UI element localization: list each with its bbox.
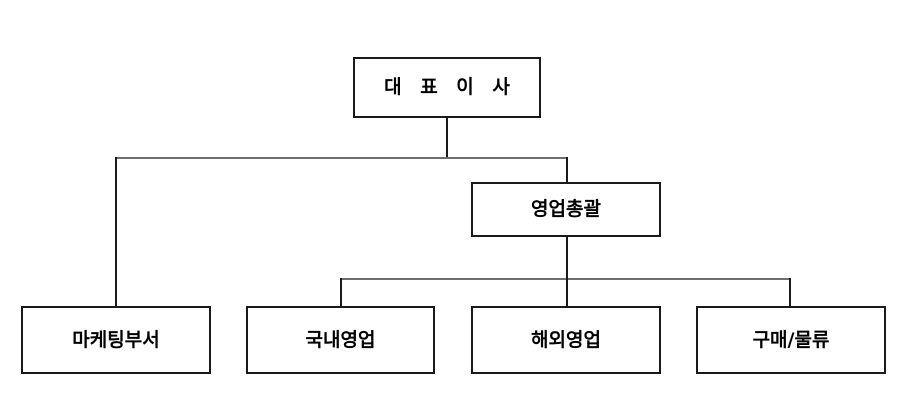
node-domestic-sales[interactable]: 국내영업 <box>246 306 435 374</box>
connector-sales-head-stem <box>566 237 568 280</box>
connector-drop-purchasing <box>789 278 791 307</box>
node-sales-head[interactable]: 영업총괄 <box>471 182 661 237</box>
node-overseas-sales[interactable]: 해외영업 <box>471 306 661 374</box>
node-ceo-label: 대 표 이 사 <box>384 76 516 99</box>
node-overseas-sales-label: 해외영업 <box>531 328 601 351</box>
connector-ceo-stem <box>446 117 448 159</box>
node-purchasing-logistics-label: 구매/물류 <box>752 328 830 351</box>
connector-drop-sales-head <box>566 157 568 183</box>
connector-bus-sales-head <box>340 278 791 280</box>
node-domestic-sales-label: 국내영업 <box>305 328 376 351</box>
node-marketing[interactable]: 마케팅부서 <box>21 306 211 374</box>
node-sales-head-label: 영업총괄 <box>531 198 601 221</box>
node-purchasing-logistics[interactable]: 구매/물류 <box>696 306 886 374</box>
connector-bus-ceo <box>115 157 568 159</box>
connector-drop-marketing <box>115 157 117 307</box>
connector-drop-domestic <box>340 278 342 307</box>
node-ceo[interactable]: 대 표 이 사 <box>353 57 541 118</box>
connector-drop-overseas <box>566 278 568 307</box>
node-marketing-label: 마케팅부서 <box>72 328 160 351</box>
